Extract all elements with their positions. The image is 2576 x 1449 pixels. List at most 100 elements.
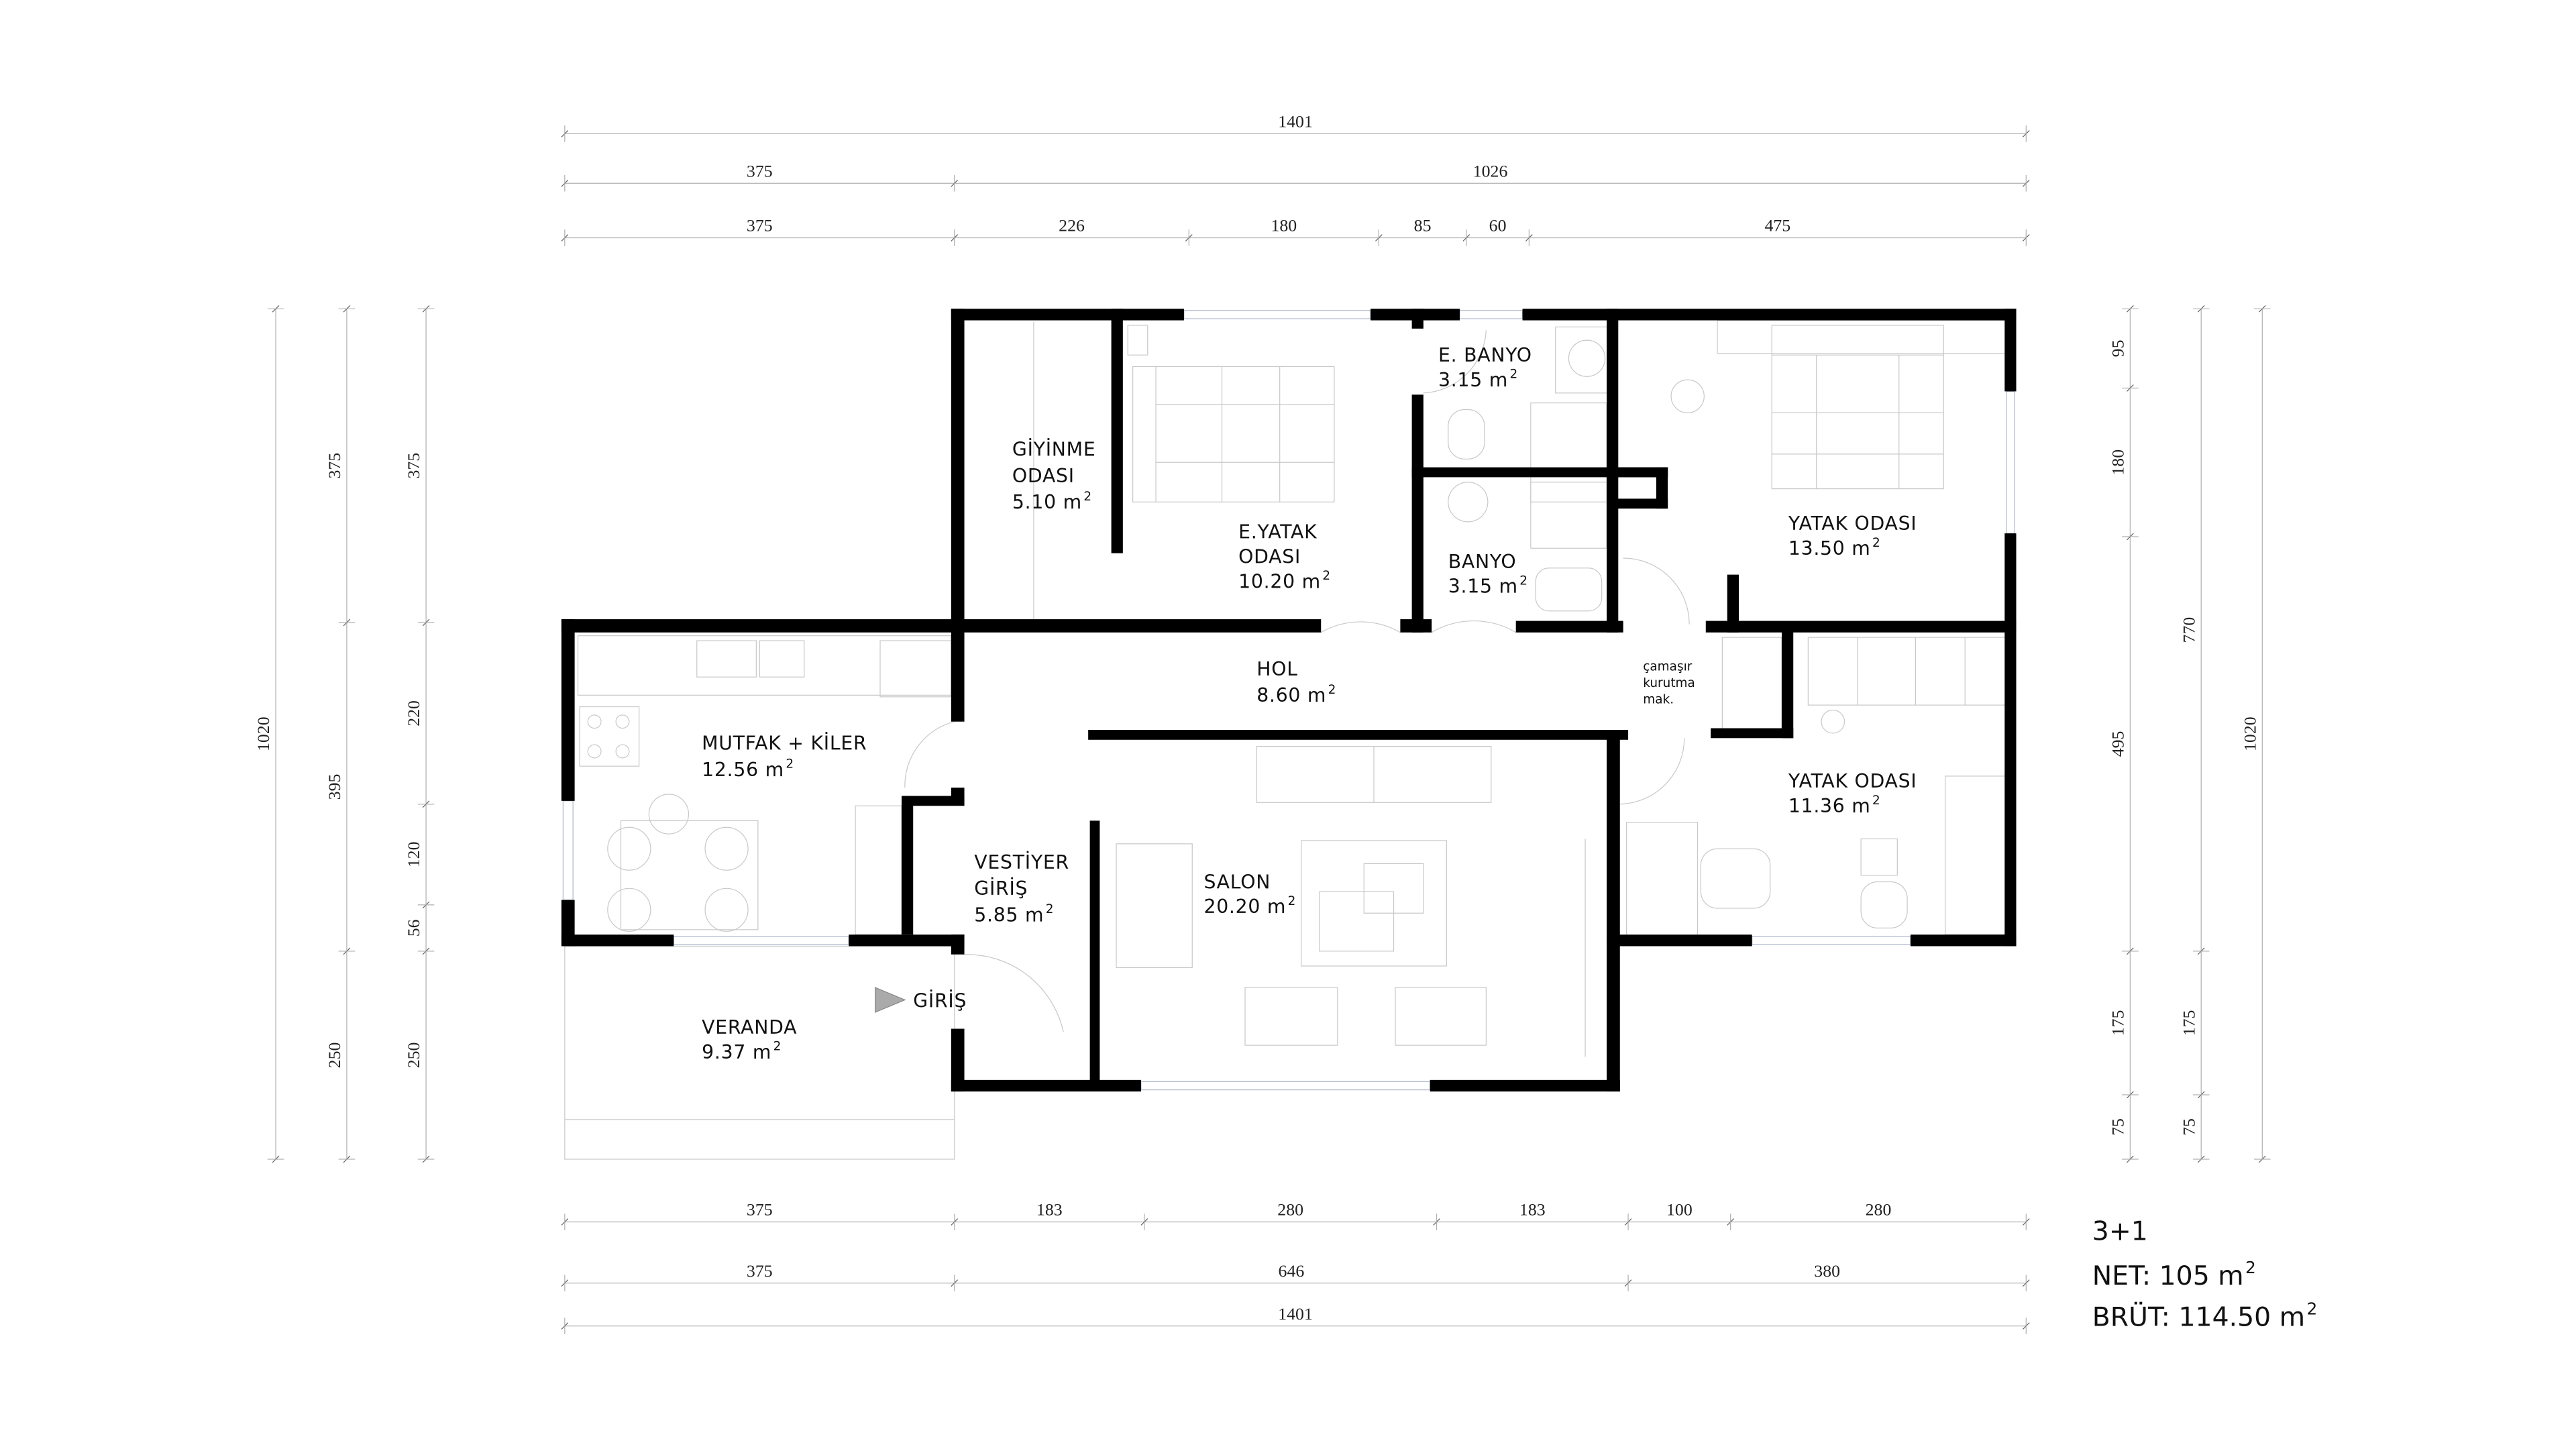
room-name: E. BANYO [1438, 344, 1532, 366]
wall [1430, 1079, 1620, 1092]
dimension-label: 375 [404, 453, 423, 479]
dimension-label: 375 [747, 161, 773, 180]
area-unit-superscript: 2 [1083, 490, 1091, 504]
room-area: 8.60 m [1256, 684, 1326, 706]
dimension-label: 180 [1271, 216, 1297, 235]
armchair [1244, 987, 1338, 1046]
dimension-label: 75 [2108, 1118, 2128, 1136]
room-area: 3.15 m [1448, 576, 1518, 598]
dimension-label: 380 [1814, 1261, 1840, 1281]
room-name: BANYO [1448, 551, 1517, 573]
wall [1411, 309, 1424, 329]
room-name: GİRİŞ [974, 877, 1028, 900]
room-name: GİYİNME [1012, 438, 1096, 460]
stove [579, 706, 640, 767]
dining-table [620, 820, 759, 930]
area-unit-superscript: 2 [786, 757, 794, 771]
wall [1727, 574, 1739, 633]
wall [1911, 934, 2017, 947]
room-name: YATAK ODASI [1788, 770, 1917, 792]
entrance-arrow-icon [875, 987, 906, 1013]
sink [696, 640, 757, 678]
wall [1522, 309, 2017, 321]
room-vestiyer-giris: VESTİYER GİRİŞ 5.85 m 2 [974, 851, 1069, 926]
room-hol: HOL 8.60 m 2 [1256, 658, 1336, 706]
area-unit-superscript: 2 [1322, 569, 1330, 583]
wall [1411, 394, 1424, 633]
room-veranda: VERANDA 9.37 m 2 [702, 1016, 797, 1063]
sofa-left [1116, 843, 1193, 969]
window [1459, 310, 1523, 319]
wall [561, 619, 575, 801]
dimension-label: 226 [1059, 216, 1085, 235]
dimension-label: 1401 [1278, 1304, 1313, 1324]
room-e-banyo: E. BANYO 3.15 m 2 [1438, 344, 1532, 391]
dimension-label: 1026 [1473, 161, 1508, 180]
wall [1782, 631, 1794, 739]
room-giyinme-odasi: GİYİNME ODASI 5.10 m 2 [1012, 438, 1096, 513]
wall [1607, 934, 1752, 947]
room-name: VERANDA [702, 1016, 797, 1038]
room-name: YATAK ODASI [1788, 513, 1917, 535]
area-unit-superscript: 2 [1872, 536, 1880, 550]
room-mutfak-kiler: MUTFAK + KİLER 12.56 m 2 [702, 733, 867, 781]
dimension-label: 1401 [1278, 112, 1313, 131]
bed [1771, 325, 1944, 490]
wall [951, 1079, 1141, 1092]
dimension-label: 646 [1279, 1261, 1305, 1281]
dimension-label: 180 [2108, 449, 2128, 476]
master-bed [1132, 366, 1335, 502]
wall [951, 309, 1184, 321]
desk [1626, 822, 1699, 938]
room-e-yatak-odasi: E.YATAK ODASI 10.20 m 2 [1238, 521, 1330, 592]
wall [951, 309, 965, 633]
dryer-label: çamaşır kurutma mak. [1643, 659, 1695, 706]
area-unit-superscript: 2 [1328, 683, 1336, 697]
dimension-label: 1020 [254, 716, 273, 751]
room-name: SALON [1203, 871, 1271, 893]
area-unit-superscript: 2 [2245, 1258, 2256, 1277]
room-name: E.YATAK [1238, 521, 1318, 543]
unit-type: 3+1 [2092, 1216, 2148, 1247]
wall [849, 934, 965, 947]
wall [2004, 533, 2017, 947]
wall [1089, 820, 1100, 1085]
room-area: 5.85 m [974, 904, 1044, 926]
dimension-label: 280 [1277, 1200, 1303, 1220]
wall [561, 934, 674, 947]
room-name: MUTFAK + KİLER [702, 733, 867, 755]
room-area: 12.56 m [702, 759, 784, 781]
room-banyo: BANYO 3.15 m 2 [1448, 551, 1527, 598]
dimension-label: 475 [1764, 216, 1790, 235]
room-area: 9.37 m [702, 1041, 771, 1063]
dimension-label: 395 [325, 774, 344, 800]
dimension-label: 220 [404, 700, 423, 727]
dimension-label: 375 [325, 453, 344, 479]
room-name: VESTİYER [974, 851, 1069, 873]
dimension-label: 75 [2179, 1118, 2198, 1136]
wall [1088, 730, 1629, 740]
dimension-label: 95 [2108, 339, 2128, 357]
rug [1301, 840, 1447, 967]
window [1140, 1081, 1431, 1091]
room-area: 10.20 m [1238, 570, 1321, 592]
room-labels: GİYİNME ODASI 5.10 m 2 E.YATAK ODASI 10.… [702, 344, 1917, 1063]
single-bed [1807, 637, 2008, 706]
window [1183, 310, 1371, 319]
room-area: 20.20 m [1203, 896, 1286, 918]
dryer-label-line: kurutma [1643, 676, 1695, 690]
wall [1607, 309, 1619, 633]
wall [951, 1028, 965, 1092]
dimension-label: 770 [2179, 617, 2198, 643]
dimension-label: 100 [1666, 1200, 1693, 1220]
wall [902, 796, 965, 806]
area-unit-superscript: 2 [1519, 574, 1527, 588]
dimension-label: 280 [1866, 1200, 1892, 1220]
dimension-label: 183 [1036, 1200, 1063, 1220]
dimension-label: 250 [404, 1042, 423, 1069]
dimension-label: 375 [747, 1261, 773, 1281]
dimension-label: 175 [2179, 1010, 2198, 1036]
window [2006, 390, 2015, 534]
wall [951, 934, 965, 955]
